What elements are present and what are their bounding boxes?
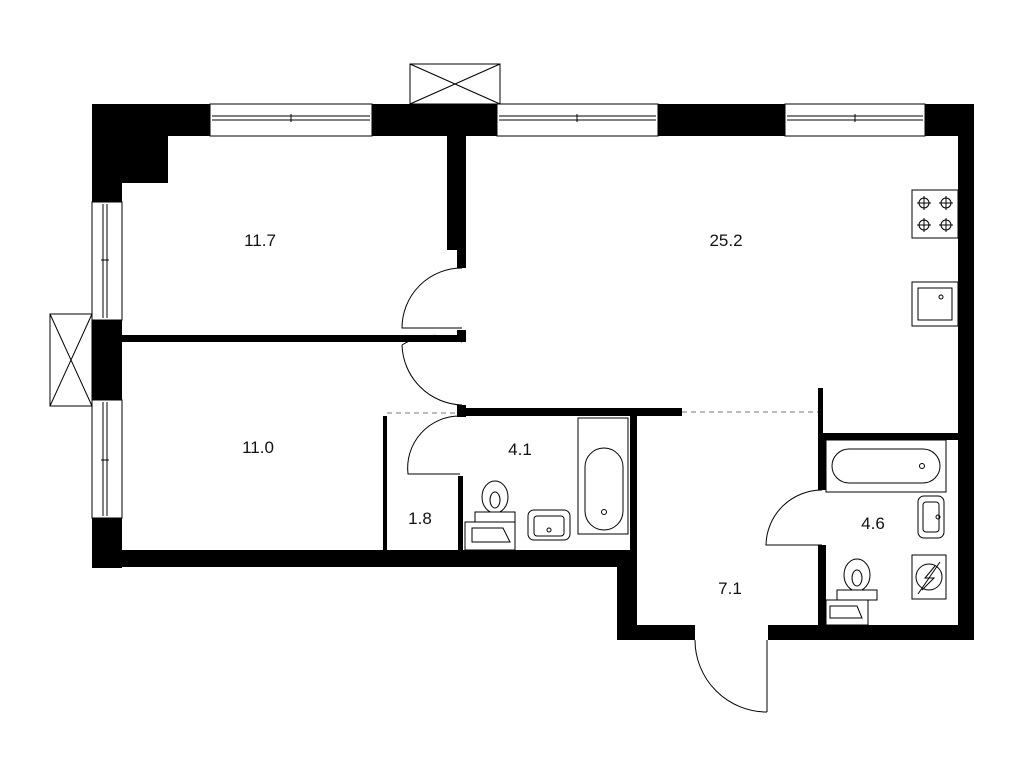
toilet-icon — [474, 480, 516, 523]
room-area-closet: 1.8 — [408, 509, 432, 528]
doors — [401, 267, 823, 713]
washbasin-icon — [527, 509, 571, 541]
bathtub-icon-2 — [825, 439, 947, 493]
cooktop-icon — [911, 189, 959, 239]
kitchen-sink-icon — [911, 281, 959, 327]
room-area-living-kitchen: 25.2 — [709, 231, 742, 250]
water-heater-icon — [464, 521, 516, 551]
vent-box-left — [49, 313, 93, 407]
room-area-bedroom-2: 11.0 — [242, 438, 274, 457]
walls — [92, 104, 974, 640]
room-area-bathroom-1: 4.1 — [508, 440, 532, 459]
washing-machine-icon — [911, 554, 947, 600]
bathtub-icon — [577, 417, 629, 535]
vent-box-top — [409, 63, 501, 105]
room-boundary — [387, 411, 818, 414]
room-area-hallway: 7.1 — [718, 579, 742, 598]
water-heater-icon-2 — [825, 599, 869, 626]
room-area-bedroom-1: 11.7 — [244, 231, 276, 250]
washbasin-icon-2 — [917, 495, 945, 539]
room-area-bathroom-2: 4.6 — [861, 514, 885, 533]
toilet-icon-2 — [836, 558, 878, 601]
windows — [91, 103, 926, 519]
